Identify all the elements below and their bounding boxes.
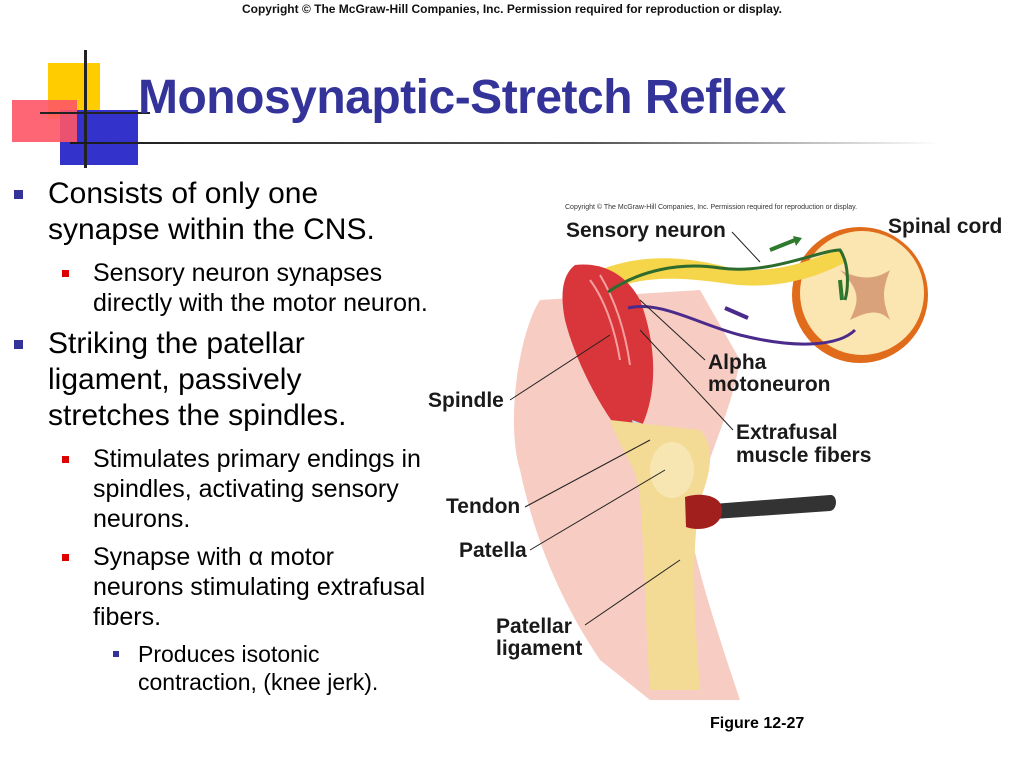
bullet-1: Consists of only one synapse within the … <box>10 176 430 248</box>
bullet-2-2: Synapse with α motor neurons stimulating… <box>10 542 430 632</box>
label-extrafusal: Extrafusal <box>736 421 838 444</box>
title-underline <box>70 142 940 144</box>
bullet-2: Striking the patellar ligament, passivel… <box>10 326 430 434</box>
label-sensory-neuron: Sensory neuron <box>566 219 726 242</box>
label-spinal-cord: Spinal cord <box>888 215 1003 238</box>
title-decoration <box>12 50 150 168</box>
bullet-2-2-1: Produces isotonic contraction, (knee jer… <box>10 640 430 696</box>
label-muscle-fibers: muscle fibers <box>736 444 872 467</box>
copyright-notice: Copyright © The McGraw-Hill Companies, I… <box>241 2 783 16</box>
label-tendon: Tendon <box>446 495 521 518</box>
label-alpha: Alpha <box>708 351 767 374</box>
label-patellar: Patellar <box>496 615 572 638</box>
figure-caption: Figure 12-27 <box>710 715 805 732</box>
bullet-2-1: Stimulates primary endings in spindles, … <box>10 444 430 534</box>
label-ligament: ligament <box>496 637 583 660</box>
bullet-list: Consists of only one synapse within the … <box>10 176 430 700</box>
label-motoneuron: motoneuron <box>708 373 831 396</box>
label-patella: Patella <box>459 539 527 562</box>
slide-title: Monosynaptic-Stretch Reflex <box>138 71 786 124</box>
bullet-1-1: Sensory neuron synapses directly with th… <box>10 258 430 318</box>
figure-copyright: Copyright © The McGraw-Hill Companies, I… <box>565 204 858 211</box>
label-spindle: Spindle <box>428 389 504 412</box>
reflex-figure <box>509 227 928 700</box>
